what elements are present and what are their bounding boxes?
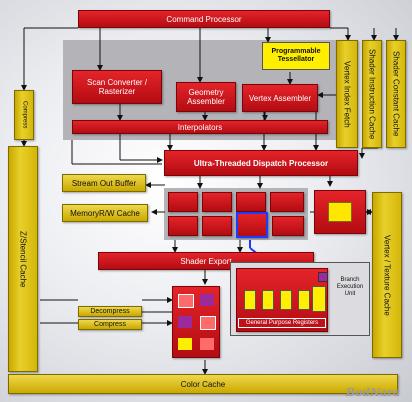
color-cache: Color Cache (8, 374, 398, 394)
watermark: BodNara (345, 385, 401, 399)
scan-converter-rasterizer: Scan Converter / Rasterizer (72, 70, 162, 104)
texture-unit (314, 190, 366, 234)
simd-block (270, 192, 304, 212)
alu-core-transcendental (312, 286, 326, 312)
render-quad (200, 338, 214, 350)
z-stencil-cache: Z/Stencil Cache (8, 146, 38, 372)
memory-rw-cache: MemoryR/W Cache (62, 204, 148, 222)
decompress: Decompress (78, 306, 142, 317)
alu-core (244, 290, 256, 310)
vertex-index-fetch: Vertex Index Fetch (336, 40, 358, 148)
vertex-assembler: Vertex Assembler (242, 84, 318, 112)
geometry-assembler: Geometry Assembler (176, 82, 236, 112)
shader-instruction-cache: Shader Instruction Cache (362, 40, 382, 148)
alu-core (262, 290, 274, 310)
alu-core (298, 290, 310, 310)
render-quad (200, 316, 216, 330)
render-quad (178, 338, 192, 350)
simd-block (202, 192, 232, 212)
stream-out-buffer: Stream Out Buffer (62, 174, 146, 192)
render-quad (178, 294, 194, 308)
programmable-tessellator: Programmable Tessellator (262, 42, 330, 70)
render-quad (178, 316, 192, 328)
render-backend (172, 286, 220, 358)
simd-block (236, 192, 266, 212)
render-quad (200, 294, 214, 306)
simd-block (272, 216, 304, 236)
compress-vertical: Compress (14, 90, 34, 140)
compress: Compress (78, 319, 142, 330)
simd-block (168, 192, 198, 212)
vertex-texture-cache: Vertex / Texture Cache (372, 192, 402, 358)
general-purpose-registers: General Purpose Registers (238, 318, 326, 328)
interpolators: Interpolators (72, 120, 328, 134)
command-processor: Command Processor (78, 10, 330, 28)
shader-constant-cache: Shader Constant Cache (386, 40, 406, 148)
alu-core (280, 290, 292, 310)
simd-block (202, 216, 232, 236)
branch-unit-icon (318, 272, 328, 282)
branch-execution-unit-label: Branch Execution Unit (336, 276, 364, 297)
simd-block-highlighted (236, 212, 268, 238)
ultra-threaded-dispatch-processor: Ultra-Threaded Dispatch Processor (164, 150, 358, 176)
render-backend-grid (178, 294, 216, 350)
simd-block (168, 216, 198, 236)
texture-unit-core (328, 202, 352, 222)
